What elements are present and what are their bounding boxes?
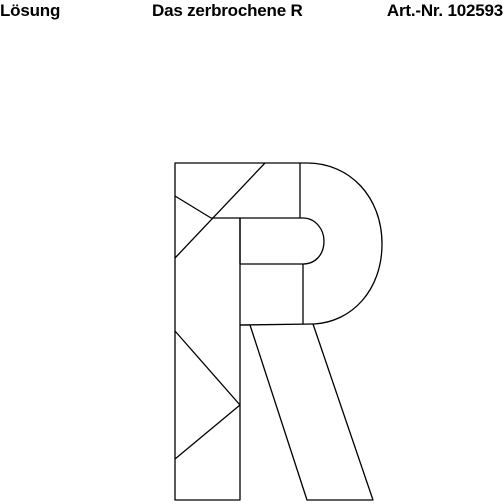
crack-line xyxy=(174,404,241,460)
crack-line xyxy=(239,323,314,326)
crack-line xyxy=(174,162,266,259)
crack-line xyxy=(174,195,212,219)
crack-line xyxy=(174,330,241,406)
page-header: Lösung Das zerbrochene R Art.-Nr. 102593 xyxy=(0,0,504,28)
solution-label: Lösung xyxy=(0,1,61,20)
puzzle-title: Das zerbrochene R xyxy=(152,1,303,20)
article-number: Art.-Nr. 102593 xyxy=(386,1,503,20)
r-counter-outline xyxy=(239,217,325,265)
r-outer-outline xyxy=(174,162,383,501)
